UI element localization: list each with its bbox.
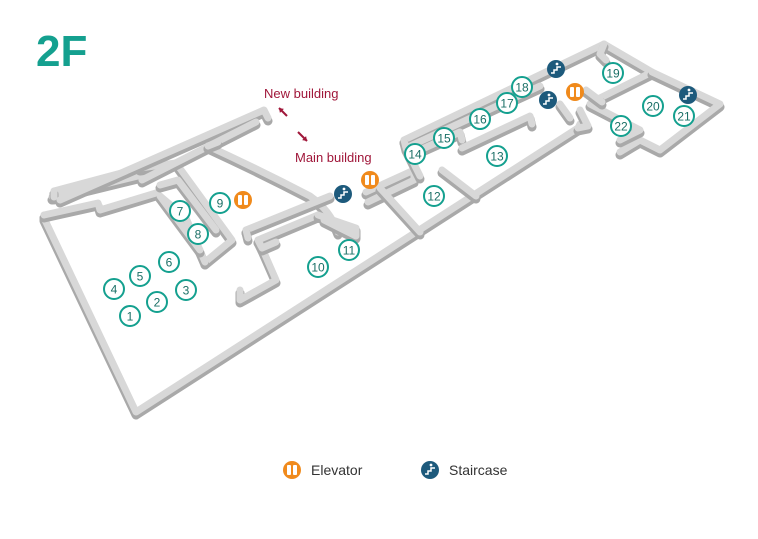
room-marker-16[interactable]: 16	[469, 108, 491, 130]
room-number: 12	[427, 190, 441, 204]
new-building-arrow-icon	[278, 107, 288, 117]
new-building-label: New building	[264, 86, 339, 101]
room-number: 9	[217, 197, 224, 211]
legend-elevator-icon	[283, 461, 301, 479]
room-marker-8[interactable]: 8	[187, 223, 209, 245]
room-number: 6	[166, 256, 173, 270]
wall-segment	[615, 68, 725, 160]
wall-segment	[137, 118, 261, 188]
staircase-icon	[539, 91, 557, 109]
room-number: 18	[515, 81, 529, 95]
room-marker-5[interactable]: 5	[129, 265, 151, 287]
room-marker-7[interactable]: 7	[169, 200, 191, 222]
facility-icons	[234, 60, 697, 479]
room-number: 20	[646, 100, 660, 114]
wall-segment	[241, 192, 335, 238]
room-marker-2[interactable]: 2	[146, 291, 168, 313]
main-building-label: Main building	[295, 150, 372, 165]
room-marker-10[interactable]: 10	[307, 256, 329, 278]
room-marker-12[interactable]: 12	[423, 185, 445, 207]
room-marker-13[interactable]: 13	[486, 145, 508, 167]
room-marker-6[interactable]: 6	[158, 251, 180, 273]
room-number: 10	[311, 261, 325, 275]
wall-segment	[415, 128, 467, 158]
room-number: 21	[677, 110, 691, 124]
room-number: 3	[183, 284, 190, 298]
room-marker-3[interactable]: 3	[175, 279, 197, 301]
elevator-icon	[361, 171, 379, 189]
room-marker-21[interactable]: 21	[673, 105, 695, 127]
room-number: 7	[177, 205, 184, 219]
floor-title: 2F	[36, 27, 88, 76]
room-marker-22[interactable]: 22	[610, 115, 632, 137]
staircase-icon	[679, 86, 697, 104]
wall-segment	[39, 189, 161, 223]
room-number: 5	[137, 270, 144, 284]
staircase-icon	[334, 185, 352, 203]
room-marker-17[interactable]: 17	[496, 92, 518, 114]
room-number: 16	[473, 113, 487, 127]
room-marker-15[interactable]: 15	[433, 127, 455, 149]
wall-segment	[595, 40, 611, 68]
room-number: 8	[195, 228, 202, 242]
staircase-icon	[547, 60, 565, 78]
wall-segment	[155, 176, 221, 238]
room-number: 17	[500, 97, 514, 111]
legend-staircase-label: Staircase	[449, 462, 508, 478]
legend-elevator-label: Elevator	[311, 462, 363, 478]
room-number: 2	[154, 296, 161, 310]
wall-segment	[203, 138, 223, 154]
elevator-icon	[566, 83, 584, 101]
room-marker-20[interactable]: 20	[642, 95, 664, 117]
building-walls	[39, 40, 725, 420]
wall-segment	[555, 100, 575, 126]
wall-segment	[581, 86, 607, 110]
room-number: 4	[111, 283, 118, 297]
room-number: 19	[606, 67, 620, 81]
wall-segment	[253, 211, 323, 248]
room-number: 11	[343, 244, 356, 258]
wall-segment	[241, 226, 253, 246]
wall-segment	[437, 166, 481, 204]
room-number: 1	[127, 310, 134, 324]
wall-segment	[573, 106, 593, 136]
room-marker-19[interactable]: 19	[602, 62, 624, 84]
legend-staircase-icon	[421, 461, 439, 479]
wall-segment	[257, 238, 281, 256]
wall-segment	[457, 112, 537, 156]
room-marker-11[interactable]: 11	[338, 239, 360, 261]
room-marker-4[interactable]: 4	[103, 278, 125, 300]
room-marker-14[interactable]: 14	[404, 143, 426, 165]
room-number: 15	[437, 132, 451, 146]
room-number: 22	[614, 120, 628, 134]
direction-arrows	[278, 107, 308, 142]
room-marker-9[interactable]: 9	[209, 192, 231, 214]
room-marker-18[interactable]: 18	[511, 76, 533, 98]
wall-segment	[55, 106, 273, 208]
room-number: 13	[490, 150, 504, 164]
wall-segment	[313, 211, 361, 244]
room-number: 14	[408, 148, 422, 162]
elevator-icon	[234, 191, 252, 209]
main-building-arrow-icon	[297, 131, 308, 142]
wall-segment	[375, 184, 425, 240]
room-marker-1[interactable]: 1	[119, 305, 141, 327]
